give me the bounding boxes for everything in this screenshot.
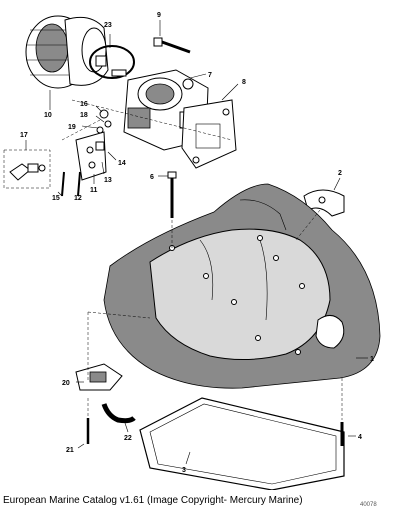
callout-16: 16 bbox=[80, 101, 88, 108]
callout-15: 15 bbox=[52, 195, 60, 202]
callout-8: 8 bbox=[242, 79, 246, 86]
callout-9: 9 bbox=[157, 12, 161, 19]
assembly-lines bbox=[61, 99, 343, 420]
callout-6: 6 bbox=[150, 174, 154, 181]
callout-1: 1 bbox=[370, 356, 374, 363]
callout-17: 17 bbox=[20, 132, 28, 139]
map-sensor bbox=[75, 363, 123, 391]
leader-lines bbox=[25, 20, 368, 465]
parts-diagram: 1 2 3 4 6 7 8 9 10 11 12 13 14 15 16 18 … bbox=[3, 12, 381, 490]
callout-22: 22 bbox=[124, 435, 132, 442]
catalog-caption: European Marine Catalog v1.61 (Image Cop… bbox=[3, 495, 303, 506]
callout-10: 10 bbox=[44, 112, 52, 119]
callout-3: 3 bbox=[182, 467, 186, 474]
air-filter-element bbox=[25, 15, 109, 89]
screw bbox=[153, 37, 191, 54]
sensor-inset bbox=[3, 149, 51, 189]
document-id: 40078 bbox=[360, 502, 377, 508]
bracket-assembly bbox=[61, 109, 112, 197]
hose-clamp bbox=[89, 45, 135, 79]
callout-labels: 1 2 3 4 6 7 8 9 10 11 12 13 14 15 16 18 … bbox=[20, 12, 374, 474]
callout-18: 18 bbox=[80, 112, 88, 119]
callout-13: 13 bbox=[104, 177, 112, 184]
callout-23: 23 bbox=[104, 22, 112, 29]
callout-21: 21 bbox=[66, 447, 74, 454]
long-bolt bbox=[167, 171, 177, 218]
clip bbox=[303, 189, 345, 217]
lower-gasket bbox=[139, 397, 345, 490]
callout-4: 4 bbox=[358, 434, 362, 441]
callout-2: 2 bbox=[338, 170, 342, 177]
callout-20: 20 bbox=[62, 380, 70, 387]
callout-14: 14 bbox=[118, 160, 126, 167]
callout-19: 19 bbox=[68, 124, 76, 131]
engine-cover bbox=[103, 183, 381, 389]
callout-7: 7 bbox=[208, 72, 212, 79]
callout-11: 11 bbox=[90, 187, 98, 194]
callout-12: 12 bbox=[74, 195, 82, 202]
vacuum-hose bbox=[101, 403, 136, 424]
